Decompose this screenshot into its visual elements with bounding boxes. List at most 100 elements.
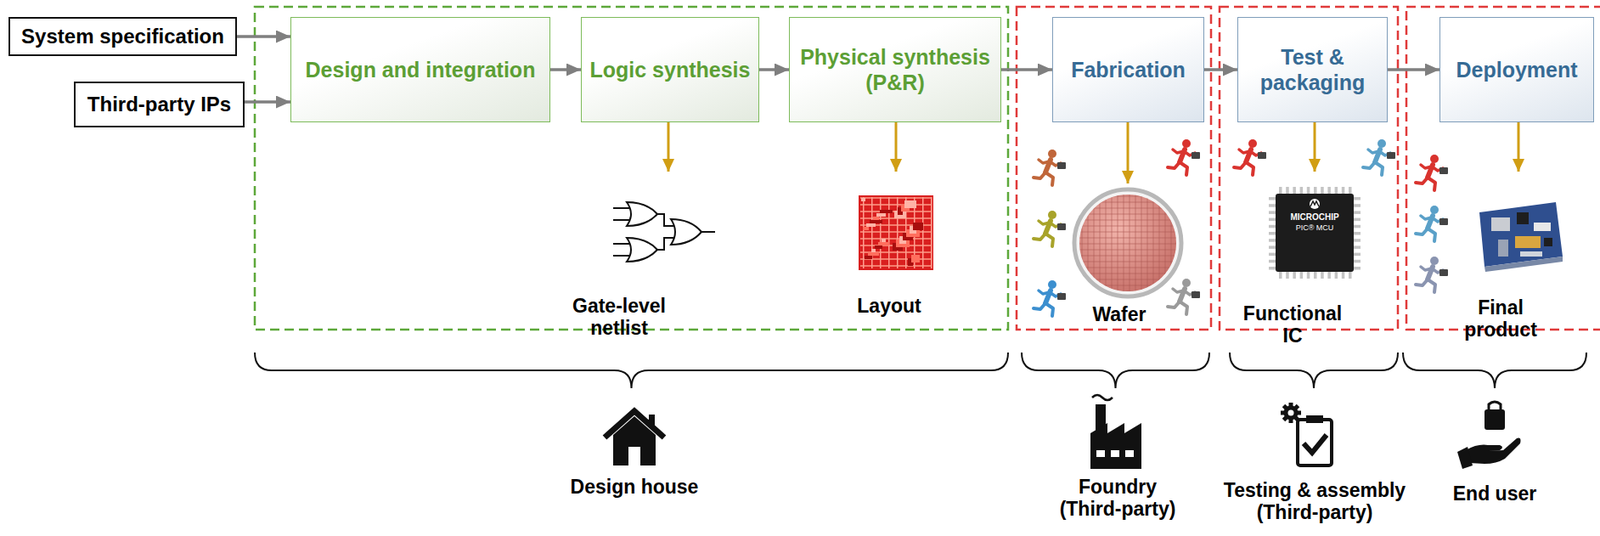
- chip-picture: [1310, 201, 1319, 207]
- process-box: Deployment: [1439, 16, 1595, 123]
- node-text: Physical synthesis (P&R): [796, 44, 994, 96]
- logic-gates: [626, 202, 658, 226]
- layout-picture: [911, 254, 920, 263]
- node-text: Final product: [1439, 296, 1562, 342]
- process-box: Logic synthesis: [580, 16, 760, 123]
- circle-outline: [1068, 183, 1188, 303]
- flow-arrow: [1126, 122, 1130, 184]
- brace: [254, 352, 1009, 389]
- board-picture: [1543, 237, 1553, 247]
- flow-arrow: [1517, 122, 1521, 172]
- circle-outline: [834, 171, 958, 294]
- layout-picture: [912, 222, 924, 231]
- running-figure: [1167, 139, 1200, 175]
- chip-picture: [1353, 231, 1361, 236]
- factory-icon: [1110, 450, 1120, 457]
- layout-picture: [904, 200, 917, 209]
- chip-picture: [1268, 231, 1276, 236]
- wafer-picture: [1074, 189, 1182, 297]
- test-icon: [1288, 410, 1295, 417]
- factory-icon: [1125, 450, 1134, 457]
- board-picture: [1516, 212, 1529, 225]
- chip-picture: [1300, 271, 1304, 279]
- chip-picture: [1353, 225, 1361, 229]
- chip-picture: [1285, 186, 1290, 194]
- chip-picture: [1275, 193, 1354, 272]
- chip-picture: [1353, 245, 1361, 249]
- logic-gates: [613, 208, 716, 256]
- stage-label: Testing & assembly (Third-party): [1208, 478, 1421, 524]
- node-text: Deployment: [1455, 56, 1578, 83]
- chip-picture: [1348, 271, 1353, 279]
- test-icon: [1297, 419, 1332, 466]
- brace: [254, 352, 1587, 389]
- chip-picture: [1278, 186, 1283, 194]
- process-box: Design and integration: [290, 16, 551, 123]
- circle-outline: [1253, 171, 1376, 294]
- test-icon: [1289, 402, 1294, 423]
- node-text: Fabrication: [1070, 56, 1186, 83]
- chip-picture: [1292, 186, 1296, 194]
- chip-picture: [1353, 266, 1361, 271]
- running-figure: [1415, 256, 1448, 293]
- factory-icon: [1090, 422, 1142, 469]
- flow-arrow: [244, 100, 291, 104]
- layout-picture: [873, 216, 879, 220]
- chip-picture: [1268, 218, 1276, 222]
- artifact-circle: Final product: [1457, 171, 1580, 294]
- stage-label: End user: [1430, 482, 1559, 505]
- chip-picture: [1353, 253, 1361, 257]
- layout-picture: [858, 195, 934, 271]
- stage-label: Design house: [540, 475, 728, 498]
- running-figure: [1033, 210, 1066, 247]
- flow-arrow: [667, 122, 671, 172]
- running-figure: [1033, 280, 1066, 316]
- circle-outline: [1457, 171, 1580, 294]
- factory-icon: [1092, 394, 1113, 400]
- layout-picture: [862, 197, 865, 269]
- board-picture: [1491, 217, 1510, 231]
- layout-picture: [860, 230, 932, 233]
- artifact-circle: Gate-level netlist: [607, 171, 730, 294]
- chip-picture: [1353, 218, 1361, 222]
- layout-picture: [876, 213, 886, 217]
- chip-picture: [1327, 271, 1331, 279]
- layout-picture: [930, 197, 933, 269]
- board-picture: [1479, 202, 1563, 267]
- flow-arrow: [1313, 122, 1317, 172]
- layout-picture: [871, 248, 876, 253]
- factory-icon: [1096, 450, 1105, 457]
- chip-picture: [1268, 253, 1276, 257]
- region-frame: [254, 6, 1009, 330]
- chip-picture: [1313, 186, 1318, 194]
- chip-picture: [1307, 186, 1311, 194]
- process-box: Third-party IPs: [73, 81, 245, 128]
- layout-picture: [881, 238, 886, 243]
- user-icon: [1457, 446, 1473, 469]
- wafer-picture: [1079, 194, 1177, 292]
- layout-picture: [862, 226, 869, 231]
- running-figure: [1167, 278, 1200, 315]
- layout-picture: [879, 209, 893, 214]
- flow-arrow: [1204, 67, 1238, 72]
- node-text: Wafer: [1059, 303, 1179, 326]
- user-icon: [1457, 401, 1522, 469]
- flow-arrow: [1001, 67, 1053, 72]
- region-frame: [1219, 6, 1398, 330]
- chip-picture: [1341, 271, 1346, 279]
- brace: [1229, 352, 1398, 389]
- chip-marking: PIC® MCU: [1277, 223, 1353, 232]
- region-frame: [1016, 6, 1212, 330]
- running-figure: [1363, 139, 1396, 175]
- board-picture: [1520, 251, 1543, 257]
- layout-picture: [874, 245, 883, 249]
- chip-picture: [1313, 271, 1318, 279]
- chip-picture: [1353, 210, 1361, 215]
- layout-picture: [888, 197, 891, 269]
- test-icon: [1282, 404, 1301, 423]
- chip-picture: [1341, 186, 1346, 194]
- flow-arrow: [895, 122, 898, 172]
- chip-picture: [1268, 266, 1276, 271]
- chip-picture: [1278, 271, 1283, 279]
